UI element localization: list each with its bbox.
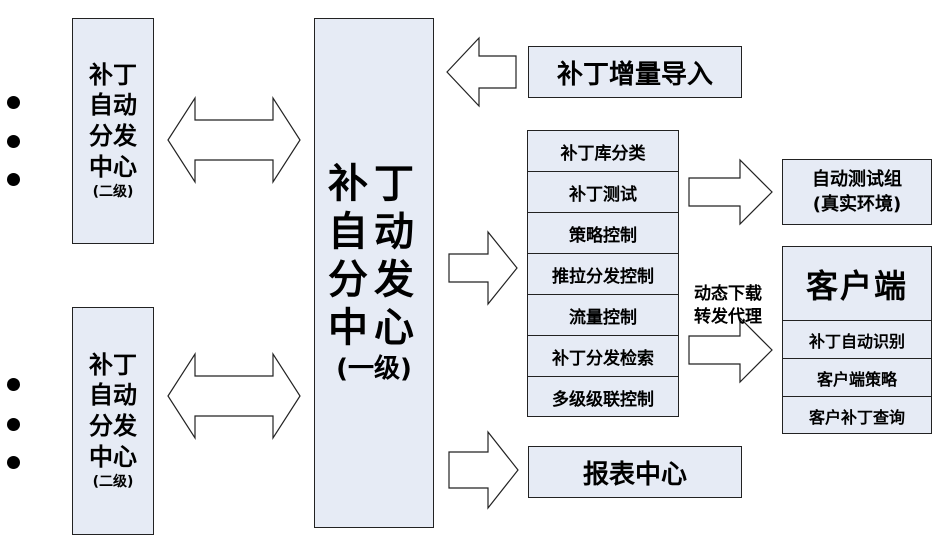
title-line: 中心: [89, 442, 137, 471]
title-line: 补丁: [89, 350, 137, 379]
client-title: 客户端: [805, 266, 908, 305]
bullet-dot: [7, 96, 20, 109]
title-line: 自动: [89, 91, 137, 120]
bullet-dot: [7, 418, 20, 431]
feature-item: 策略控制: [528, 213, 678, 254]
bullet-dot: [7, 456, 20, 469]
bullet-dot: [7, 135, 20, 148]
feature-item: 补丁分发检索: [528, 336, 678, 377]
arrow-right-report: [448, 430, 519, 510]
title-line: 分发: [328, 257, 420, 304]
title-line: 中心: [89, 152, 137, 181]
title-line: 中心: [328, 305, 420, 352]
client-item: 客户端策略: [783, 358, 931, 396]
double-arrow-bottom: [167, 351, 301, 441]
client-item: 客户补丁查询: [783, 396, 931, 434]
arrow-left-import: [446, 36, 517, 108]
proxy-label-line: 转发代理: [694, 306, 762, 327]
proxy-label-line: 动态下载: [694, 284, 762, 304]
feature-item: 推拉分发控制: [528, 254, 678, 295]
primary-center: 补丁 自动 分发 中心 (一级): [314, 18, 434, 528]
title-line: 分发: [89, 122, 137, 151]
feature-item: 补丁库分类: [528, 131, 678, 172]
arrow-right-features: [448, 230, 518, 306]
feature-item: 多级级联控制: [552, 390, 654, 410]
report-box: 报表中心: [528, 446, 742, 498]
client-box: 客户端 补丁自动识别 客户端策略 客户补丁查询: [782, 246, 932, 434]
bullet-dot: [7, 378, 20, 391]
level-label: (二级): [92, 184, 134, 201]
import-box: 补丁增量导入: [528, 46, 742, 98]
client-item: 补丁自动识别: [783, 320, 931, 358]
level-label: (一级): [336, 354, 412, 385]
proxy-label: 动态下载 转发代理: [688, 283, 768, 329]
arrow-right-client: [688, 316, 773, 384]
secondary-center-top: 补丁 自动 分发 中心 (二级): [72, 18, 154, 244]
arrow-right-testgroup: [688, 158, 773, 226]
title-line: 补丁: [328, 161, 420, 208]
title-line: 自动: [328, 209, 420, 256]
feature-list: 补丁库分类 补丁测试 策略控制 推拉分发控制 流量控制 补丁分发检索 多级级联控…: [527, 130, 679, 417]
test-group-title: 自动测试组: [812, 168, 902, 190]
title-line: 补丁: [89, 60, 137, 89]
secondary-center-bottom: 补丁 自动 分发 中心 (二级): [72, 307, 154, 535]
bullet-dot: [7, 173, 20, 186]
test-group-note: (真实环境): [812, 194, 902, 215]
double-arrow-top: [167, 95, 301, 185]
import-label: 补丁增量导入: [556, 59, 713, 90]
report-label: 报表中心: [582, 459, 687, 490]
feature-item: 补丁测试: [528, 172, 678, 213]
title-line: 分发: [89, 412, 137, 441]
test-group-box: 自动测试组 (真实环境): [782, 159, 932, 225]
level-label: (二级): [92, 474, 134, 491]
title-line: 自动: [89, 381, 137, 410]
feature-item: 流量控制: [528, 295, 678, 336]
